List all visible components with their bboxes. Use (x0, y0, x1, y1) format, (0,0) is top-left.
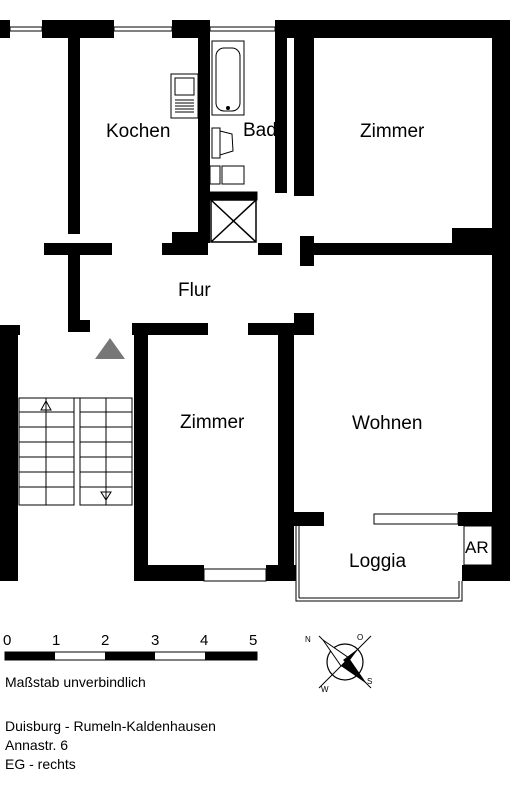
stove (170, 73, 199, 119)
room-label-zimmer-mid: Zimmer (180, 412, 245, 433)
scale-tick-4: 4 (200, 632, 208, 649)
address-line-3: EG - rechts (5, 756, 76, 772)
windows (9, 26, 459, 582)
scale-tick-0: 0 (3, 632, 11, 649)
shaft (210, 199, 257, 243)
address-line-1: Duisburg - Rumeln-Kaldenhausen (5, 718, 216, 734)
room-label-flur: Flur (178, 280, 211, 301)
scale-tick-1: 1 (52, 632, 60, 649)
scale-tick-2: 2 (101, 632, 109, 649)
room-label-ar: AR (465, 538, 489, 557)
compass-s: S (367, 677, 372, 686)
compass-n: N (305, 635, 311, 644)
room-label-wohnen: Wohnen (352, 413, 422, 434)
staircase (18, 397, 133, 506)
loggia-outline (295, 525, 493, 602)
entrance-marker (95, 338, 125, 359)
scale-bar: 0 1 2 3 4 5 (3, 632, 258, 661)
bathtub (211, 40, 245, 116)
room-label-zimmer-top: Zimmer (360, 121, 425, 142)
scale-note: Maßstab unverbindlich (5, 674, 146, 690)
compass-w: W (321, 685, 329, 694)
address-line-2: Annastr. 6 (5, 737, 69, 753)
room-label-bad: Bad (243, 120, 277, 141)
bath-appliances (209, 165, 258, 201)
walls (0, 20, 510, 581)
room-label-loggia: Loggia (349, 551, 406, 572)
scale-tick-3: 3 (151, 632, 159, 649)
compass-o: O (357, 633, 363, 642)
room-label-kochen: Kochen (106, 121, 170, 142)
toilet (211, 127, 234, 159)
scale-tick-5: 5 (249, 632, 257, 649)
compass-icon: N O S W (305, 633, 372, 694)
